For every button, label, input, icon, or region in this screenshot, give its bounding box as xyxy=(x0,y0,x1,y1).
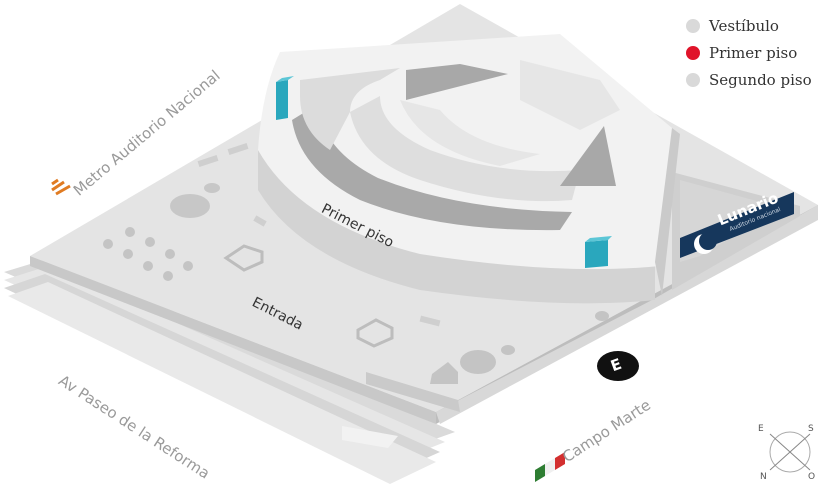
dark-seating-top xyxy=(406,64,508,100)
legend: Vestíbulo Primer piso Segundo piso xyxy=(686,12,812,93)
plaza-trees xyxy=(103,227,193,281)
legend-item-vestibulo[interactable]: Vestíbulo xyxy=(686,12,812,39)
front-dot xyxy=(501,345,515,355)
front-dot-2 xyxy=(595,311,609,321)
building-front-wall xyxy=(655,128,680,296)
dark-seating-right xyxy=(560,126,616,186)
entrance-icon-upper xyxy=(223,244,264,272)
plaza-bench-1 xyxy=(197,155,219,167)
lunario-badge[interactable] xyxy=(680,192,794,258)
plaza-bench-2 xyxy=(227,143,249,155)
legend-dot xyxy=(686,45,700,60)
light-seating-outer xyxy=(300,68,400,150)
light-seating-inner xyxy=(400,100,540,166)
compass-e: E xyxy=(758,424,764,434)
compass-icon xyxy=(769,431,811,473)
legend-dot xyxy=(686,18,700,33)
dark-seating-arc xyxy=(292,104,572,231)
base-platform-side-left xyxy=(30,256,436,424)
entrance-icon-lower xyxy=(356,318,394,348)
mexico-flag-icon xyxy=(535,452,565,482)
legend-item-segundo-piso[interactable]: Segundo piso xyxy=(686,66,812,93)
metro-icon xyxy=(51,178,71,196)
elevator-left xyxy=(276,76,294,120)
front-ramp xyxy=(430,362,458,384)
plaza-dot xyxy=(204,183,220,193)
e-marker[interactable] xyxy=(597,351,639,381)
compass-n: N xyxy=(760,472,767,482)
front-bench xyxy=(366,372,460,412)
street-box xyxy=(342,426,398,448)
plaza-bench-3 xyxy=(253,215,267,227)
compass-o: O xyxy=(808,472,816,482)
legend-label: Vestíbulo xyxy=(709,16,779,35)
stage-area xyxy=(520,60,620,130)
legend-label: Segundo piso xyxy=(709,70,812,89)
plaza-marker xyxy=(419,315,441,327)
legend-item-primer-piso[interactable]: Primer piso xyxy=(686,39,812,66)
elevator-right xyxy=(585,236,612,268)
front-fountain xyxy=(460,350,496,374)
plaza-fountain xyxy=(170,194,210,218)
light-seating-mid xyxy=(350,96,580,202)
street-strip-layer-4 xyxy=(8,282,436,484)
compass-s: S xyxy=(808,424,814,434)
legend-dot xyxy=(686,72,700,87)
legend-label: Primer piso xyxy=(709,43,798,62)
